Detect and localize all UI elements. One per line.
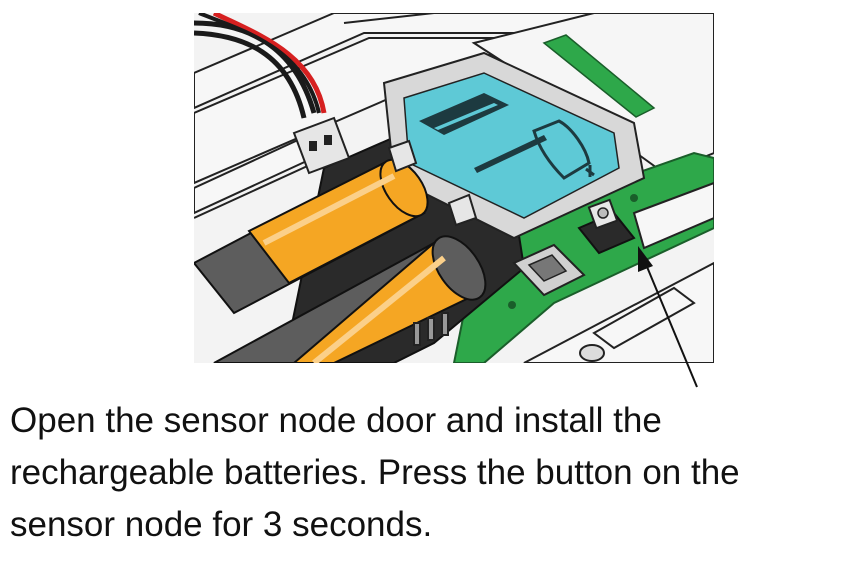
caption-line-3: sensor node for 3 seconds. <box>10 505 433 544</box>
bell-icon <box>532 119 595 180</box>
caption-line-1: Open the sensor node door and install th… <box>10 401 662 440</box>
battery-lower <box>213 235 487 363</box>
pcb-board <box>452 151 714 363</box>
push-button-icon <box>577 198 636 255</box>
sensor-node-illustration <box>194 13 714 363</box>
battery-clips <box>387 139 478 227</box>
battery-upper <box>194 158 429 315</box>
usb-connector <box>512 243 586 297</box>
battery-bar-icon <box>419 93 547 173</box>
wire-connector <box>194 13 351 175</box>
pin-header <box>413 312 449 346</box>
caption-line-2: rechargeable batteries. Press the button… <box>10 453 740 492</box>
instruction-caption: Open the sensor node door and install th… <box>10 395 845 551</box>
